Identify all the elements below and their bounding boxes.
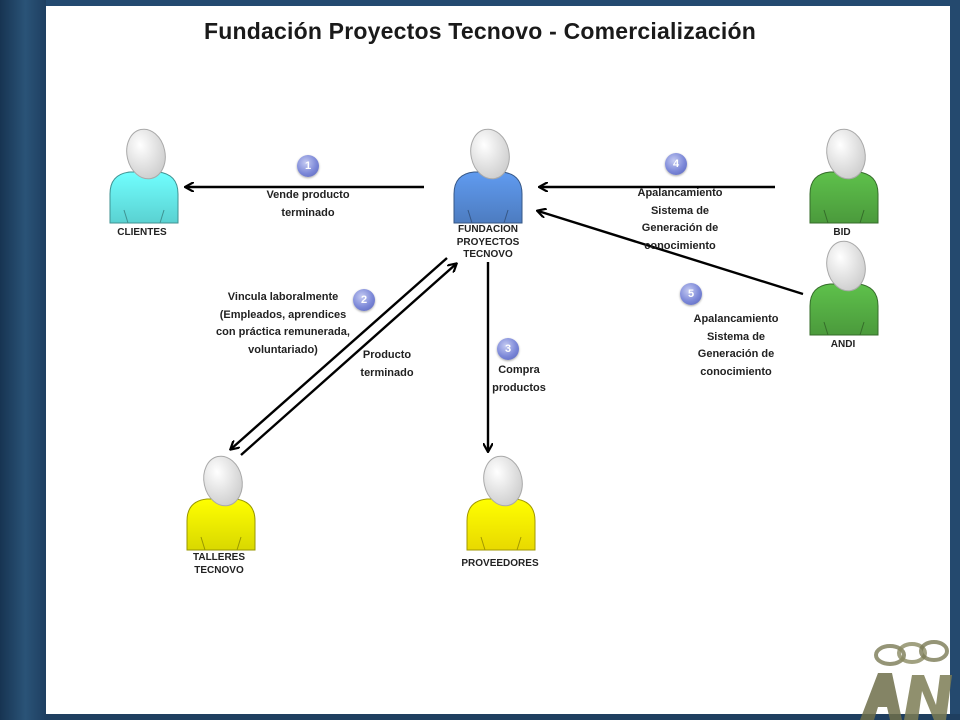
arrow-talleres-to-fundacion bbox=[240, 264, 456, 456]
arrow-fundacion-to-talleres bbox=[231, 257, 448, 449]
edge-label-5: Apalancamiento Sistema de Generación de … bbox=[693, 313, 779, 378]
edge-label-2b: Producto terminado bbox=[360, 349, 414, 379]
person-icon-talleres bbox=[185, 455, 257, 556]
node-label-talleres: TALLERES TECNOVO bbox=[192, 552, 246, 576]
slide-title: Fundación Proyectos Tecnovo - Comerciali… bbox=[204, 18, 756, 44]
step-badge-1: 1 bbox=[297, 155, 319, 177]
edge-label-3: Compra productos bbox=[492, 364, 546, 394]
edge-label-2: Vincula laboralmente (Empleados, aprendi… bbox=[216, 291, 350, 356]
right-decorative-bar bbox=[950, 0, 960, 720]
step-badge-4: 4 bbox=[665, 153, 687, 175]
edge-label-4: Apalancamiento Sistema de Generación de … bbox=[637, 187, 723, 252]
person-icon-andi bbox=[808, 240, 880, 341]
node-label-fundacion: FUNDACION PROYECTOS TECNOVO bbox=[456, 224, 520, 260]
node-label-clientes: CLIENTES bbox=[117, 227, 167, 238]
node-label-andi: ANDI bbox=[830, 339, 856, 350]
node-label-bid: BID bbox=[833, 227, 851, 238]
step-badge-5: 5 bbox=[680, 283, 702, 305]
bottom-decorative-bar bbox=[46, 714, 960, 720]
slide-canvas bbox=[46, 6, 950, 714]
top-decorative-bar bbox=[46, 0, 960, 6]
person-icon-clientes bbox=[108, 128, 180, 229]
node-label-proveedores: PROVEEDORES bbox=[461, 558, 539, 569]
person-icon-fundacion bbox=[452, 128, 524, 229]
person-icon-proveedores bbox=[465, 455, 537, 556]
edge-label-1: Vende producto terminado bbox=[266, 189, 350, 219]
left-decorative-bar bbox=[0, 0, 46, 720]
step-badge-2: 2 bbox=[353, 289, 375, 311]
person-icon-bid bbox=[808, 128, 880, 229]
arrow-andi-to-fundacion bbox=[538, 211, 804, 296]
andi-logo-icon bbox=[850, 625, 960, 720]
step-badge-3: 3 bbox=[497, 338, 519, 360]
